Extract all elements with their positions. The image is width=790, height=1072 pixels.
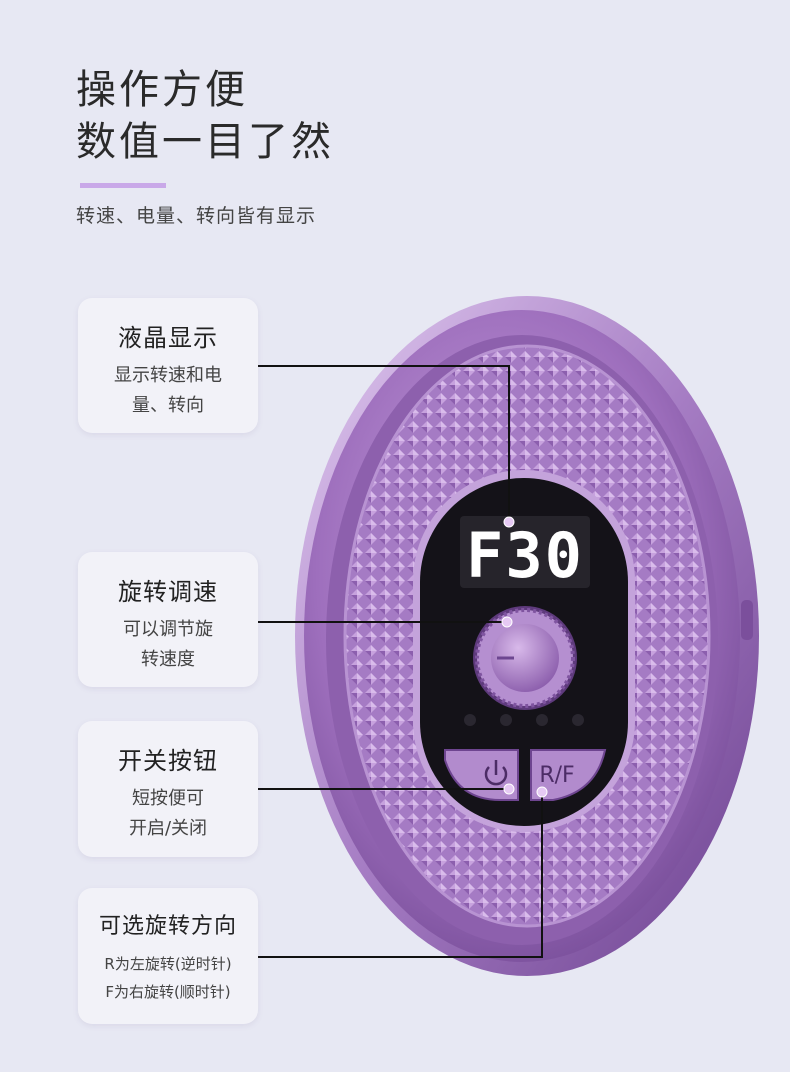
callout-title: 可选旋转方向	[98, 914, 237, 939]
callout-desc: R为左旋转(逆时针) F为右旋转(顺时针)	[78, 950, 258, 1006]
direction-button[interactable]: R/F	[530, 749, 607, 801]
callout-desc-line: R为左旋转(逆时针)	[104, 955, 232, 973]
speed-knob[interactable]	[475, 608, 575, 708]
callout-speed: 旋转调速 可以调节旋 转速度	[78, 552, 258, 687]
callout-desc: 显示转速和电 量、转向	[78, 361, 258, 421]
callout-desc: 短按便可 开启/关闭	[78, 784, 258, 844]
power-button[interactable]	[444, 749, 519, 801]
callout-desc-line: 量、转向	[132, 395, 204, 416]
callout-desc-line: 显示转速和电	[114, 365, 222, 386]
title-line-2: 数值一目了然	[76, 119, 334, 165]
callout-title: 液晶显示	[118, 324, 218, 352]
power-icon	[484, 760, 508, 786]
callout-desc: 可以调节旋 转速度	[78, 615, 258, 675]
callout-desc-line: 开启/关闭	[128, 818, 208, 839]
callout-desc-line: 可以调节旋	[123, 619, 213, 640]
direction-button-label: R/F	[539, 763, 574, 788]
callout-lcd: 液晶显示 显示转速和电 量、转向	[78, 298, 258, 433]
callout-desc-line: F为右旋转(顺时针)	[105, 983, 231, 1001]
callout-direction: 可选旋转方向 R为左旋转(逆时针) F为右旋转(顺时针)	[78, 888, 258, 1024]
page-title: 操作方便 数值一目了然	[76, 64, 334, 168]
callout-title: 旋转调速	[118, 578, 218, 606]
callout-desc-line: 转速度	[141, 649, 195, 670]
callout-power: 开关按钮 短按便可 开启/关闭	[78, 721, 258, 857]
callout-desc-line: 短按便可	[132, 788, 204, 809]
accent-bar	[80, 183, 166, 188]
lcd-display: F30	[466, 519, 584, 592]
subtitle: 转速、电量、转向皆有显示	[76, 205, 317, 227]
callout-title: 开关按钮	[118, 747, 218, 775]
title-line-1: 操作方便	[76, 67, 248, 113]
